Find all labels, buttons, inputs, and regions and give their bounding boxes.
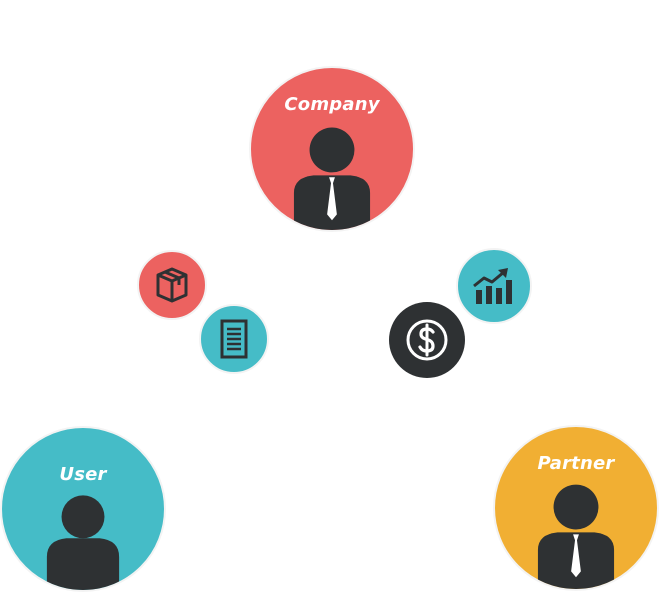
box-badge	[137, 250, 207, 320]
company-label: Company	[284, 94, 380, 115]
chart-trend-line	[473, 270, 505, 288]
partner-node: Partner	[493, 425, 659, 591]
person-body	[46, 538, 120, 590]
chart-bar-3	[496, 288, 502, 304]
businessman-icon	[537, 484, 615, 589]
chart-bar-2	[486, 286, 492, 304]
person-head	[553, 484, 599, 530]
chart-bar-1	[476, 290, 482, 304]
dollar-icon	[406, 319, 448, 361]
partner-label: Partner	[537, 453, 615, 474]
chart-badge	[456, 248, 532, 324]
box-tape	[164, 270, 181, 285]
tie	[327, 177, 337, 221]
document-badge	[199, 304, 269, 374]
businessman-icon	[293, 127, 371, 230]
chart-arrow-head	[498, 268, 508, 278]
person-head	[61, 495, 105, 539]
person-icon	[46, 495, 120, 590]
dollar-badge	[389, 302, 465, 378]
box-icon	[156, 267, 188, 303]
user-node: User	[0, 426, 166, 592]
growth-chart-icon	[473, 268, 512, 304]
user-label: User	[59, 464, 107, 485]
tie	[571, 534, 581, 578]
box-outline	[156, 267, 188, 303]
document-outline	[220, 319, 248, 359]
chart-bar-4	[506, 280, 512, 304]
dollar-ring	[406, 319, 448, 361]
document-icon	[220, 319, 248, 359]
person-head	[309, 127, 355, 173]
company-node: Company	[249, 66, 415, 232]
